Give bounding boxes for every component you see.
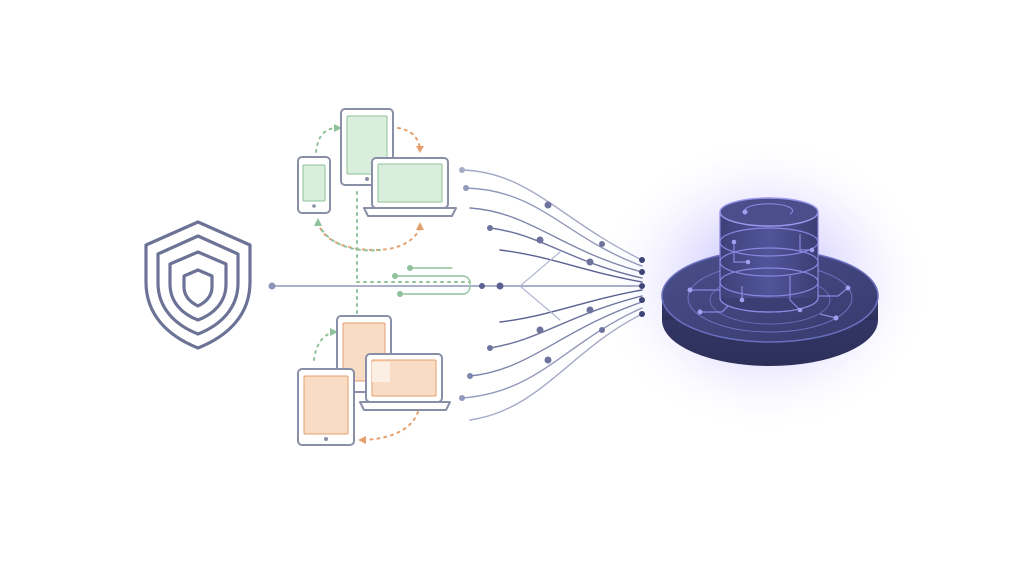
phone-icon	[297, 156, 331, 214]
orange-arrow-path	[364, 411, 419, 441]
database-stack-icon	[661, 197, 879, 366]
green-arrow-path	[321, 229, 381, 252]
converging-lines	[394, 169, 643, 421]
connector-dot	[268, 282, 276, 290]
tablet-icon	[297, 368, 355, 446]
shield-icon	[144, 220, 252, 350]
arrowhead	[416, 146, 424, 153]
laptop-icon	[363, 157, 457, 217]
arrowhead	[358, 436, 366, 444]
device-group-orange	[297, 289, 451, 446]
green-arrow-path	[313, 331, 335, 361]
arrowhead	[334, 124, 342, 132]
line-nodes	[392, 167, 645, 401]
laptop-icon	[359, 353, 451, 411]
orange-arrow-path	[397, 127, 421, 149]
device-group-green	[297, 108, 471, 283]
arrowhead	[416, 222, 424, 230]
arrowhead	[330, 328, 338, 336]
orange-arrow-path	[317, 221, 421, 252]
arrowhead	[314, 218, 322, 226]
